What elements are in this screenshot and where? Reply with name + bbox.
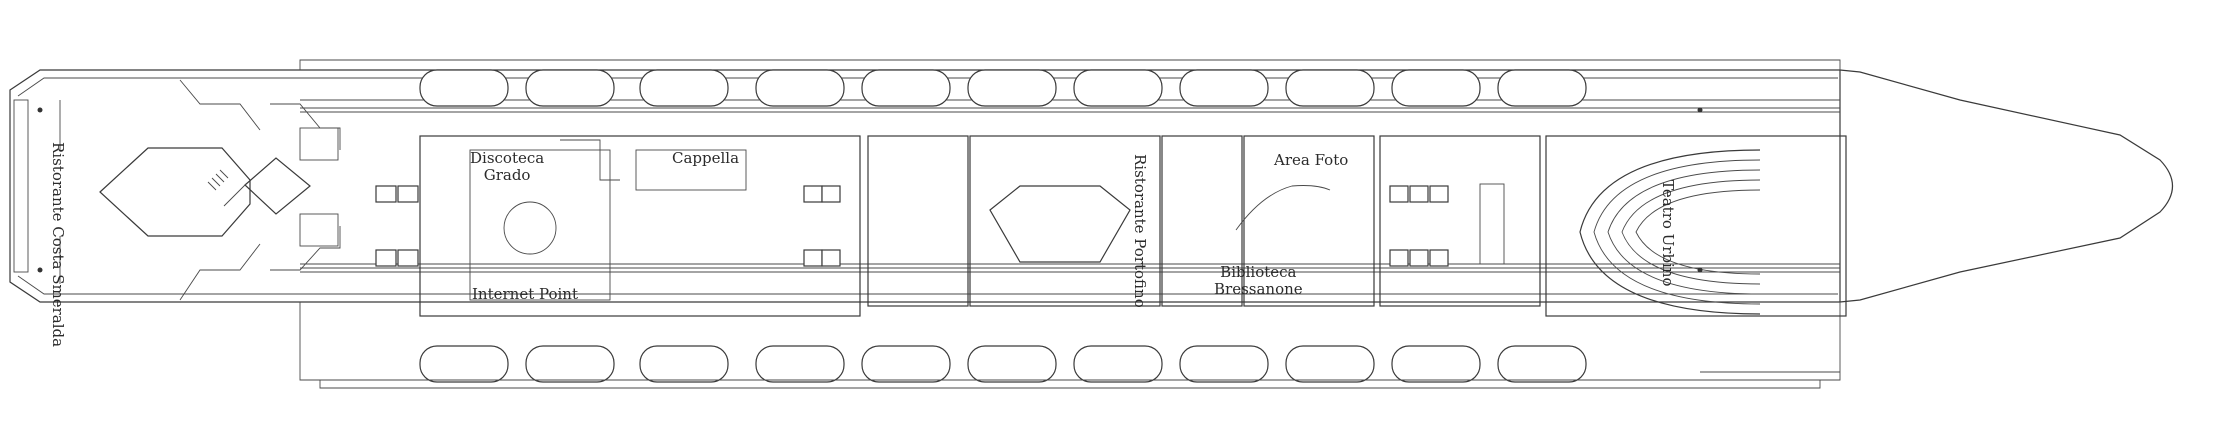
elevator-icon (1429, 249, 1449, 267)
elevator-icon (821, 185, 841, 203)
elevator-icon (397, 185, 419, 203)
elevator-icon (375, 185, 397, 203)
elevator-icon (397, 249, 419, 267)
lifeboat (639, 345, 729, 383)
lifeboat (755, 69, 845, 107)
lifeboat (1073, 345, 1163, 383)
lifeboat (1179, 69, 1269, 107)
elevator-icon (1409, 249, 1429, 267)
elevator-icon (1409, 185, 1429, 203)
lifeboat (419, 69, 509, 107)
interior-walls (419, 135, 1847, 317)
lifeboat (1391, 345, 1481, 383)
lifeboats-port (419, 69, 1587, 107)
elevator-icon (375, 249, 397, 267)
elevators-mid (803, 185, 1449, 267)
elevators-aft-port (375, 185, 419, 267)
lifeboat (1391, 69, 1481, 107)
lifeboat (755, 345, 845, 383)
venue-area-foto: Area Foto (1274, 151, 1349, 169)
venue-biblioteca-bressanone: Biblioteca Bressanone (1214, 263, 1303, 298)
lifeboat (525, 345, 615, 383)
hull-inner (17, 77, 1838, 295)
venue-ristorante-costa-smeralda: Ristorante Costa Smeralda (49, 142, 67, 348)
lifeboats-starboard (419, 345, 1587, 383)
lifeboat (967, 69, 1057, 107)
lifeboat (1285, 69, 1375, 107)
elevator-icon (1389, 185, 1409, 203)
venue-ristorante-portofino: Ristorante Portofino (1131, 154, 1149, 308)
lower-deck-lines (299, 59, 1841, 389)
venue-internet-point: Internet Point (472, 285, 578, 303)
lifeboat (861, 69, 951, 107)
lifeboat (1497, 345, 1587, 383)
lifeboat (639, 69, 729, 107)
teatro-urbino-seating (1579, 149, 1761, 315)
elevator-icon (1429, 185, 1449, 203)
elevator-icon (803, 185, 823, 203)
venue-discoteca-grado: Discoteca Grado (470, 149, 545, 184)
elevator-icon (803, 249, 823, 267)
elevator-icon (1389, 249, 1409, 267)
venue-teatro-urbino: Teatro Urbino (1659, 180, 1677, 287)
lifeboat (1179, 345, 1269, 383)
venue-cappella: Cappella (672, 149, 740, 167)
elevator-icon (821, 249, 841, 267)
lifeboat (861, 345, 951, 383)
lifeboat (1285, 345, 1375, 383)
lifeboat (419, 345, 509, 383)
hull-outline (9, 69, 2173, 303)
lifeboat (1073, 69, 1163, 107)
stairs-aft (207, 169, 247, 207)
fixtures (37, 107, 1703, 273)
lifeboat (967, 345, 1057, 383)
lifeboat (1497, 69, 1587, 107)
lifeboat (525, 69, 615, 107)
ristorante-costa-smeralda-area (13, 79, 341, 301)
